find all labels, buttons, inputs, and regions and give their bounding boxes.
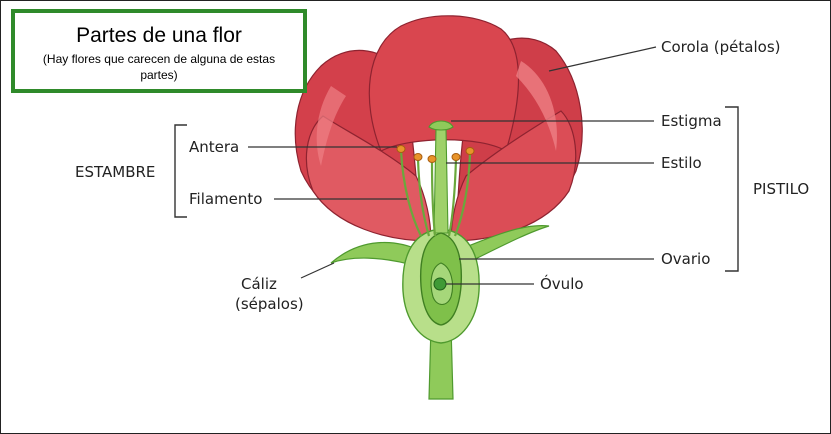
label-estilo: Estilo xyxy=(661,154,702,172)
label-estigma: Estigma xyxy=(661,112,722,130)
leader-lines xyxy=(248,46,657,285)
petal-front-right xyxy=(450,110,577,242)
sepal-left xyxy=(330,241,422,267)
estambre-bracket xyxy=(174,124,187,218)
page-subtitle: (Hay flores que carecen de alguna de est… xyxy=(42,52,276,82)
style xyxy=(433,128,449,234)
anther-3 xyxy=(427,155,437,163)
label-ovulo: Óvulo xyxy=(540,274,584,293)
calyx-sepals xyxy=(330,225,550,267)
label-corola: Corola (pétalos) xyxy=(661,38,780,56)
label-pistilo: PISTILO xyxy=(753,180,809,198)
flower-petals xyxy=(294,15,583,242)
caliz-leader xyxy=(300,262,335,279)
pistil xyxy=(419,120,463,326)
filament-3 xyxy=(430,160,437,237)
anther-4 xyxy=(451,153,461,161)
anther-5 xyxy=(465,147,475,155)
ovule xyxy=(433,277,447,291)
petal-top xyxy=(368,15,520,152)
page-title: Partes de una flor xyxy=(76,24,242,47)
label-sepalos: (sépalos) xyxy=(235,295,304,313)
label-caliz: Cáliz xyxy=(241,275,277,293)
anther-2 xyxy=(413,153,423,161)
label-antera: Antera xyxy=(189,138,239,156)
petal-highlight-right xyxy=(516,61,557,151)
label-estambre: ESTAMBRE xyxy=(75,163,155,181)
pistilo-bracket xyxy=(725,106,739,272)
anther-1 xyxy=(396,145,406,153)
anthers xyxy=(396,145,475,163)
title-box: Partes de una flor (Hay flores que carec… xyxy=(11,9,307,93)
stigma xyxy=(428,120,454,131)
corola-leader xyxy=(548,46,657,72)
label-ovario: Ovario xyxy=(661,250,710,268)
filament-4 xyxy=(447,158,458,237)
petal-highlight-left xyxy=(316,86,346,166)
label-filamento: Filamento xyxy=(189,190,262,208)
sepal-right xyxy=(455,225,550,267)
filament-2 xyxy=(416,158,431,237)
filament-1 xyxy=(399,150,422,237)
